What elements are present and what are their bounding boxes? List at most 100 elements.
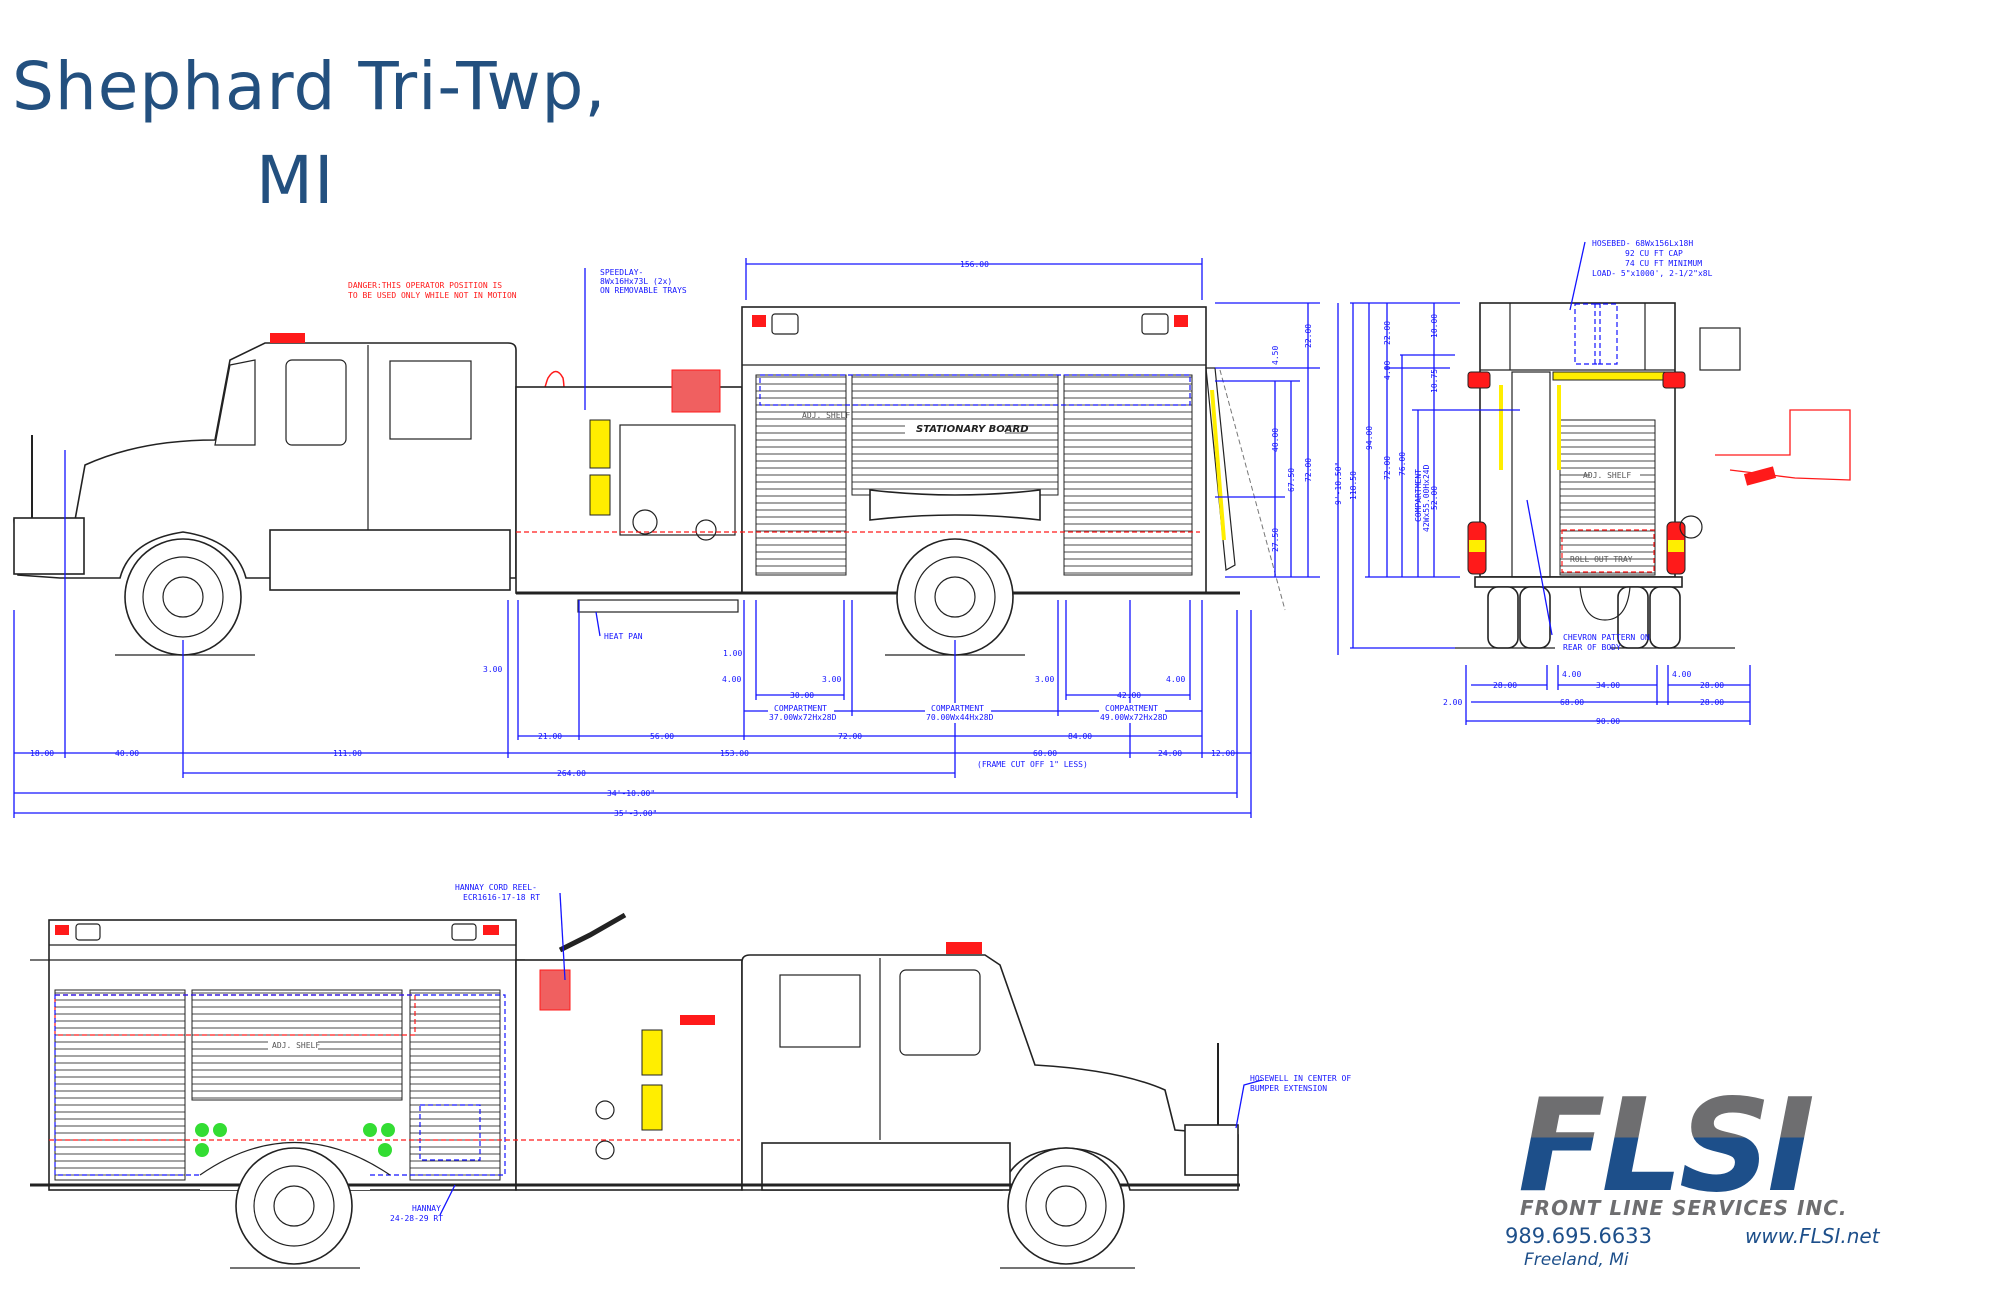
intake-valve-icon — [695, 519, 717, 541]
compartment-door-1 — [755, 374, 847, 576]
green-warning-lights — [195, 1123, 395, 1157]
rear-wheel-well — [869, 489, 1041, 521]
drawing-title-line1: Shephard Tri-Twp, — [12, 48, 607, 125]
officer-compartment-1 — [54, 989, 186, 1181]
driver-side-view: DANGER:THIS OPERATOR POSITION IS TO BE U… — [13, 258, 1343, 818]
extinguisher-icon — [680, 1015, 715, 1025]
officer-front-wheel — [1007, 1147, 1125, 1265]
dim-label: 34.00 — [1596, 681, 1620, 690]
intake-icon — [1679, 515, 1703, 539]
compartment-2-size: 70.00Wx44Hx28D — [926, 713, 994, 722]
dim-label: 2.00 — [1443, 698, 1462, 707]
dim-label: 72.00 — [1304, 458, 1313, 482]
dim-label: 52.00 — [1430, 486, 1439, 510]
pump-panel-marker — [589, 419, 611, 469]
hosewell-leader — [1235, 1079, 1263, 1129]
dim-label: 3.00 — [483, 665, 502, 674]
dim-label: 12.00 — [1211, 749, 1235, 758]
ladder-stack — [1699, 327, 1741, 371]
dim-label: 4.00 — [1672, 670, 1691, 679]
dim-label: 42.00 — [1117, 691, 1141, 700]
intake-valve-icon — [632, 509, 658, 535]
rear-ladder — [1511, 371, 1551, 578]
logo-phone: 989.695.6633 — [1505, 1224, 1652, 1248]
hosebed-note-line2: 92 CU FT CAP — [1625, 249, 1683, 258]
rear-wheel — [896, 538, 1014, 656]
dim-label: 3.00 — [822, 675, 841, 684]
light-bar — [270, 333, 305, 343]
roll-out-tray — [1561, 529, 1655, 573]
stationary-board-label: STATIONARY BOARD — [916, 424, 1029, 435]
hannay-note-line2: 24-28-29 RT — [390, 1214, 443, 1223]
marker-light — [752, 315, 766, 327]
dim-label: 40.00 — [115, 749, 139, 758]
logo-company-name: FRONT LINE SERVICES INC. — [1520, 1196, 1848, 1220]
chevron-note-line1: CHEVRON PATTERN ON — [1563, 633, 1650, 642]
dim-label: 18.00 — [30, 749, 54, 758]
hosewell-note-line2: BUMPER EXTENSION — [1250, 1084, 1327, 1093]
pump-panel-marker — [589, 474, 611, 516]
dim-label: 118.50 — [1349, 471, 1358, 500]
hannay-note-line1: HANNAY — [412, 1204, 441, 1213]
dim-label: 35'-3.00" — [614, 809, 657, 818]
dim-label: 72.00 — [1383, 456, 1392, 480]
speedlay-note-line2: 8Wx16Hx73L (2x) — [600, 277, 672, 286]
dim-label: 10.75 — [1430, 369, 1439, 393]
scene-light — [75, 923, 101, 941]
rear-adj-shelf-label: ADJ. SHELF — [1583, 471, 1631, 480]
dim-label: 4.00 — [1562, 670, 1581, 679]
dim-label: 21.00 — [538, 732, 562, 741]
ladder-rack — [1205, 367, 1236, 571]
speedlay-note-line3: ON REMOVABLE TRAYS — [600, 286, 687, 295]
front-wheel — [124, 538, 242, 656]
front-bumper — [1184, 1124, 1239, 1176]
hosebed-leader — [1569, 241, 1586, 311]
hannay-reel — [419, 1104, 481, 1161]
dim-label: 56.00 — [650, 732, 674, 741]
compartment-1-label: COMPARTMENT — [774, 704, 827, 713]
rear-tires — [1487, 586, 1681, 649]
front-door-window — [285, 359, 347, 446]
dim-label: 10.00 — [1430, 314, 1439, 338]
compartment-3-label: COMPARTMENT — [1105, 704, 1158, 713]
cord-reel-note-line1: HANNAY CORD REEL- — [455, 883, 537, 892]
front-bumper — [13, 517, 85, 575]
rear-dimensions: 118.50 94.00 72.00 76.00 22.00 4.00 10.0… — [1349, 302, 1751, 726]
pump-panel-gauges — [619, 424, 736, 536]
dim-label: 156.00 — [960, 260, 989, 269]
dim-label: 40.00 — [1271, 428, 1280, 452]
speedlay-note-line1: SPEEDLAY- — [600, 268, 643, 277]
compartment-door-3 — [1063, 374, 1193, 576]
hidden-hose-tray — [759, 374, 1191, 406]
speedlay-tray — [671, 369, 721, 413]
ladder-swing-path — [1219, 369, 1286, 611]
dim-label: 4.00 — [1383, 361, 1392, 380]
dim-label: 9'-10.50" — [1334, 462, 1343, 505]
rear-ladder-swing — [1715, 409, 1851, 481]
ladder-rack-marker — [1210, 389, 1226, 541]
tail-light — [1662, 371, 1686, 389]
dim-label: 76.00 — [1398, 452, 1407, 476]
rear-compartment-door — [1559, 419, 1656, 576]
dim-label: 27.50 — [1271, 528, 1280, 552]
scene-light — [1141, 313, 1169, 335]
turn-signal — [1469, 540, 1485, 552]
adj-shelf-label: ADJ. SHELF — [802, 411, 850, 420]
frame-cut-note: (FRAME CUT OFF 1" LESS) — [977, 760, 1088, 769]
hosebed-rail — [1552, 371, 1666, 381]
hosebed-hidden — [1574, 303, 1601, 365]
flsi-logo: FLSI FRONT LINE SERVICES INC. 989.695.66… — [1505, 1072, 1881, 1270]
rear-bumper — [1474, 576, 1683, 588]
cord-reel-note-line2: ECR1616-17-18 RT — [463, 893, 540, 902]
dim-label: 68.00 — [1560, 698, 1584, 707]
light-bar — [946, 942, 982, 954]
dim-label: 72.00 — [838, 732, 862, 741]
heat-pan-leader — [595, 611, 601, 637]
dim-label: 30.00 — [790, 691, 814, 700]
dim-label: 4.50 — [1271, 346, 1280, 365]
danger-note-line1: DANGER:THIS OPERATOR POSITION IS — [348, 281, 502, 290]
heat-pan-label: HEAT PAN — [604, 632, 643, 641]
dim-label: 153.00 — [720, 749, 749, 758]
chevron-note-line2: REAR OF BODY — [1563, 643, 1621, 652]
